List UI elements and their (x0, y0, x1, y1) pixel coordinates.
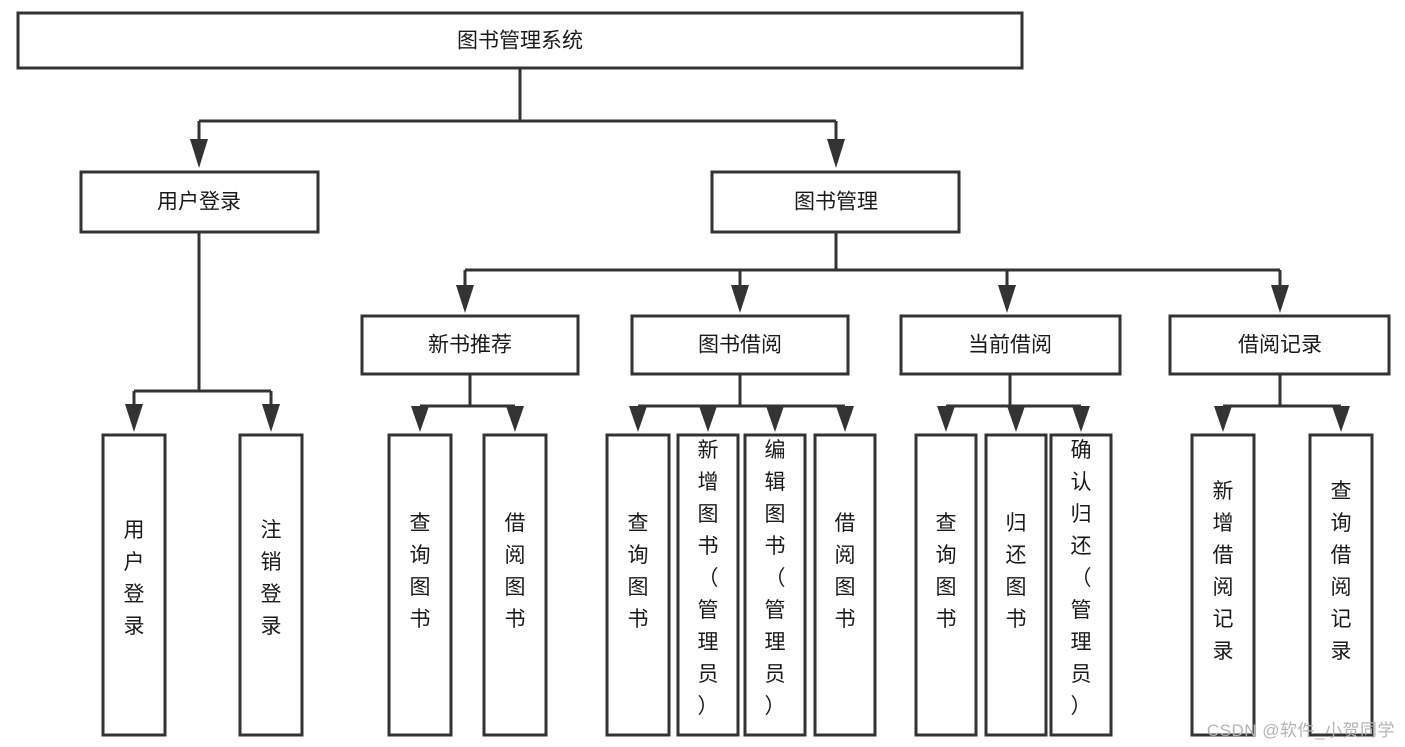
node-login-label: 用户登录 (157, 191, 241, 214)
arrow-head-leaf7 (766, 406, 784, 432)
arrow-head-current (998, 285, 1016, 313)
node-root-label: 图书管理系统 (457, 30, 583, 53)
node-leaf12-box[interactable] (1190, 433, 1256, 737)
arrow-head-leaf8 (836, 406, 854, 432)
node-borrow-label: 图书借阅 (698, 334, 782, 357)
connector-group-root (190, 68, 845, 168)
node-leaf9[interactable]: 查询图书 (914, 433, 978, 737)
arrow-head-leaf10 (1007, 406, 1025, 432)
node-leaf11-label: 确认归还（管理员） (1071, 439, 1092, 718)
node-borrow-box[interactable] (630, 314, 850, 376)
node-leaf2-label: 注销登录 (261, 519, 282, 638)
node-bookmgmt-box[interactable] (710, 170, 961, 234)
node-leaf1-label: 用户登录 (124, 519, 145, 638)
node-leaf9-box[interactable] (914, 433, 978, 737)
node-leaf10-label: 归还图书 (1006, 512, 1027, 631)
node-leaf5[interactable]: 查询图书 (605, 433, 671, 737)
node-leaf11-box[interactable] (1049, 433, 1113, 737)
connector-group-borrow (629, 374, 854, 432)
arrow-head-bookmgmt (827, 139, 845, 168)
node-leaf5-box[interactable] (605, 433, 671, 737)
csdn-watermark: CSDN @软件_小贺同学 (1206, 721, 1395, 740)
node-leaf8[interactable]: 借阅图书 (813, 433, 877, 737)
node-leaf9-label: 查询图书 (936, 512, 957, 631)
node-leaf10-box[interactable] (984, 433, 1048, 737)
node-leaf13-label: 查询借阅记录 (1331, 480, 1352, 663)
node-leaf5-label: 查询图书 (628, 512, 649, 631)
node-root[interactable]: 图书管理系统 (16, 11, 1024, 70)
node-newbook-box[interactable] (360, 314, 580, 376)
node-leaf4-label: 借阅图书 (505, 512, 526, 631)
node-leaf2[interactable]: 注销登录 (238, 433, 304, 737)
connector-group-login (125, 232, 280, 432)
arrow-head-leaf1 (125, 404, 143, 432)
arrow-head-leaf13 (1332, 406, 1350, 432)
node-current-box[interactable] (899, 314, 1122, 376)
connector-group-newbook (411, 374, 524, 432)
node-leaf11[interactable]: 确认归还（管理员） (1049, 433, 1113, 737)
node-leaf10[interactable]: 归还图书 (984, 433, 1048, 737)
arrow-head-leaf2 (262, 404, 280, 432)
node-bookmgmt-label: 图书管理 (794, 191, 878, 214)
arrow-head-leaf3 (411, 406, 429, 432)
connector-group-records (1214, 374, 1350, 432)
node-leaf12[interactable]: 新增借阅记录 (1190, 433, 1256, 737)
node-current[interactable]: 当前借阅 (899, 314, 1122, 376)
node-leaf12-label: 新增借阅记录 (1213, 480, 1234, 663)
node-newbook-label: 新书推荐 (428, 334, 512, 357)
node-leaf6-box[interactable] (676, 433, 740, 737)
node-leaf4[interactable]: 借阅图书 (482, 433, 548, 737)
node-root-box[interactable] (16, 11, 1024, 70)
node-leaf7-box[interactable] (743, 433, 807, 737)
node-leaf4-box[interactable] (482, 433, 548, 737)
node-bookmgmt[interactable]: 图书管理 (710, 170, 961, 234)
connector-group-current (937, 374, 1090, 432)
node-login[interactable]: 用户登录 (79, 170, 320, 234)
node-records-label: 借阅记录 (1238, 334, 1322, 357)
node-leaf7-label: 编辑图书（管理员） (765, 439, 786, 718)
node-borrow[interactable]: 图书借阅 (630, 314, 850, 376)
arrow-head-leaf5 (629, 406, 647, 432)
node-leaf8-box[interactable] (813, 433, 877, 737)
node-leaf1-box[interactable] (101, 433, 167, 737)
node-current-label: 当前借阅 (968, 334, 1052, 357)
arrow-head-leaf11 (1072, 406, 1090, 432)
node-leaf3-box[interactable] (387, 433, 453, 737)
node-records[interactable]: 借阅记录 (1168, 314, 1391, 376)
node-leaf2-box[interactable] (238, 433, 304, 737)
arrow-head-records (1271, 285, 1289, 313)
arrow-head-borrow (731, 285, 749, 313)
node-leaf6[interactable]: 新增图书（管理员） (676, 433, 740, 737)
node-login-box[interactable] (79, 170, 320, 234)
node-leaf8-label: 借阅图书 (835, 512, 856, 631)
node-leaf1[interactable]: 用户登录 (101, 433, 167, 737)
node-leaf7[interactable]: 编辑图书（管理员） (743, 433, 807, 737)
arrow-head-leaf12 (1214, 406, 1232, 432)
arrow-head-leaf6 (699, 406, 717, 432)
connector-group-bookmgmt (456, 232, 1289, 313)
node-leaf6-label: 新增图书（管理员） (698, 439, 719, 718)
node-leaf3[interactable]: 查询图书 (387, 433, 453, 737)
node-leaf13-box[interactable] (1308, 433, 1374, 737)
node-records-box[interactable] (1168, 314, 1391, 376)
arrow-head-leaf4 (506, 406, 524, 432)
node-newbook[interactable]: 新书推荐 (360, 314, 580, 376)
node-leaf3-label: 查询图书 (410, 512, 431, 631)
arrow-head-leaf9 (937, 406, 955, 432)
node-leaf13[interactable]: 查询借阅记录 (1308, 433, 1374, 737)
arrow-head-login (190, 139, 208, 168)
arrow-head-newbook (456, 285, 474, 313)
